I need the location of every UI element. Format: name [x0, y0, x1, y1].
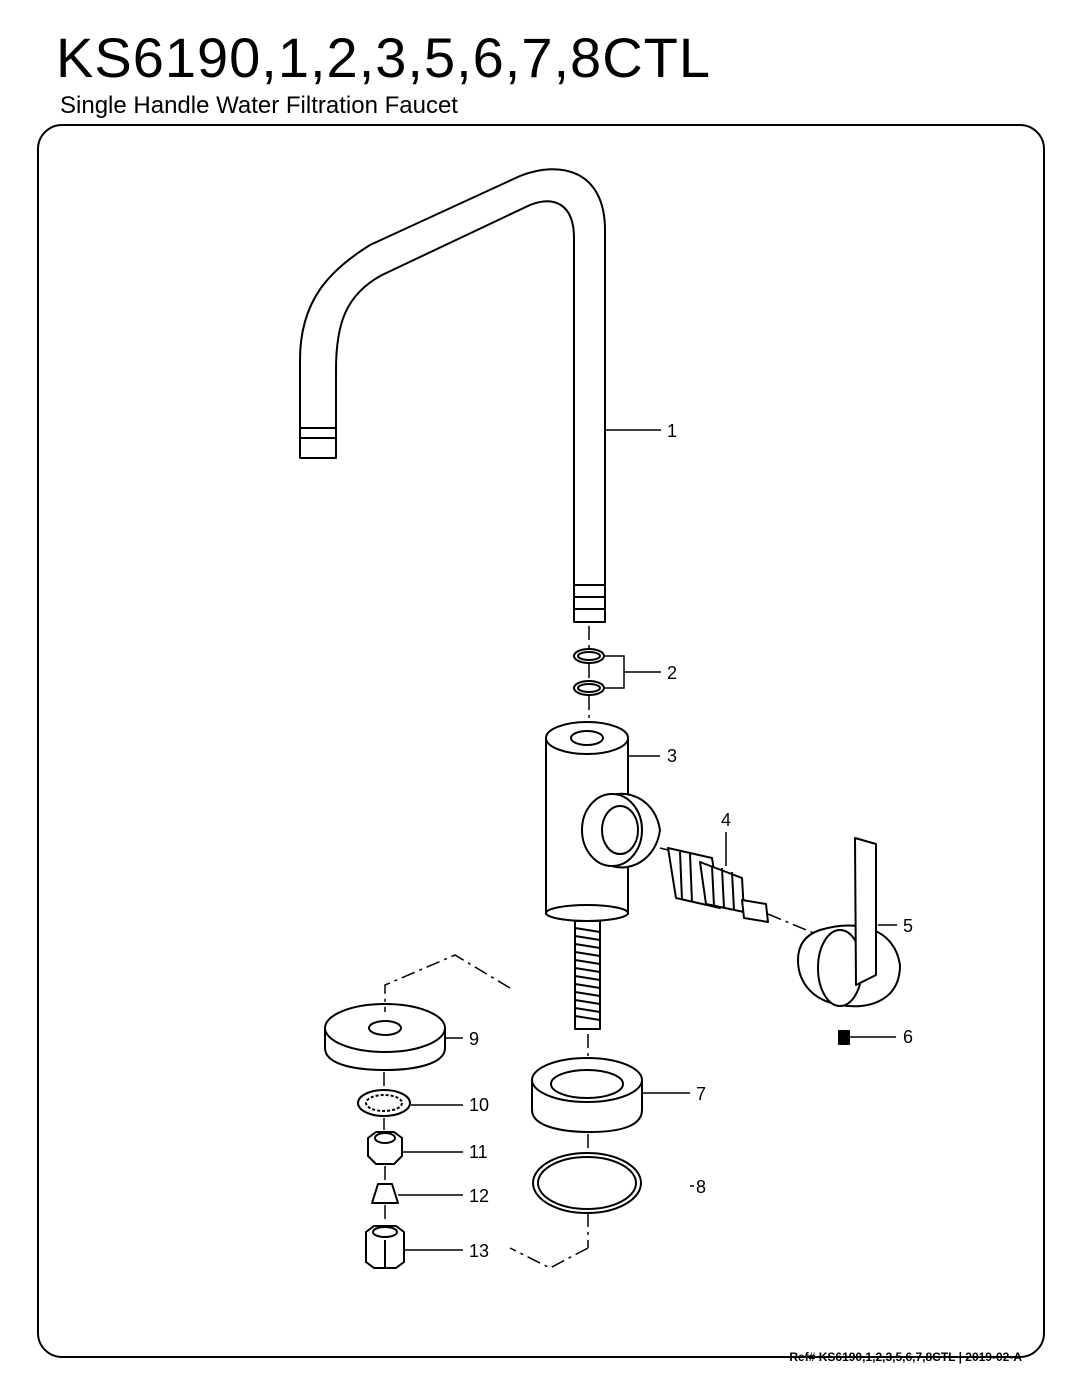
part-7-mounting-ring: [531, 1057, 643, 1133]
callout-10: 10: [469, 1095, 489, 1115]
callout-5: 5: [903, 916, 913, 936]
callout-4: 4: [721, 810, 731, 830]
assembly-center-lines: [383, 626, 817, 1269]
callout-1: 1: [667, 421, 677, 441]
part-12-ferrule: [371, 1183, 399, 1204]
callout-6: 6: [903, 1027, 913, 1047]
leader-lines: [398, 429, 897, 1251]
model-number-title: KS6190,1,2,3,5,6,7,8CTL: [56, 26, 711, 89]
part-1-spout: [299, 168, 606, 623]
part-3-faucet-body: [545, 721, 661, 922]
product-subtitle: Single Handle Water Filtration Faucet: [60, 92, 458, 119]
part-10-lock-washer: [357, 1089, 411, 1117]
part-8-gasket: [532, 1152, 642, 1214]
part-13-compression-nut: [365, 1225, 405, 1269]
callout-9: 9: [469, 1029, 479, 1049]
callout-12: 12: [469, 1186, 489, 1206]
callout-13: 13: [469, 1241, 489, 1261]
part-4-cartridge: [667, 847, 769, 923]
callout-8: 8: [696, 1177, 706, 1197]
part-9-escutcheon: [324, 1003, 446, 1071]
part-2-o-rings: [573, 648, 605, 696]
callout-3: 3: [667, 746, 677, 766]
part-6-set-screw: [838, 1030, 850, 1045]
threaded-shank: [574, 920, 601, 1030]
reference-footer: Ref# KS6190,1,2,3,5,6,7,8CTL | 2019-02-A: [789, 1350, 1022, 1364]
callout-2: 2: [667, 663, 677, 683]
callout-7: 7: [696, 1084, 706, 1104]
part-5-handle: [797, 837, 901, 1008]
part-11-hex-nut: [367, 1131, 403, 1165]
callout-11: 11: [469, 1142, 488, 1162]
diagram-frame: [37, 124, 1045, 1358]
